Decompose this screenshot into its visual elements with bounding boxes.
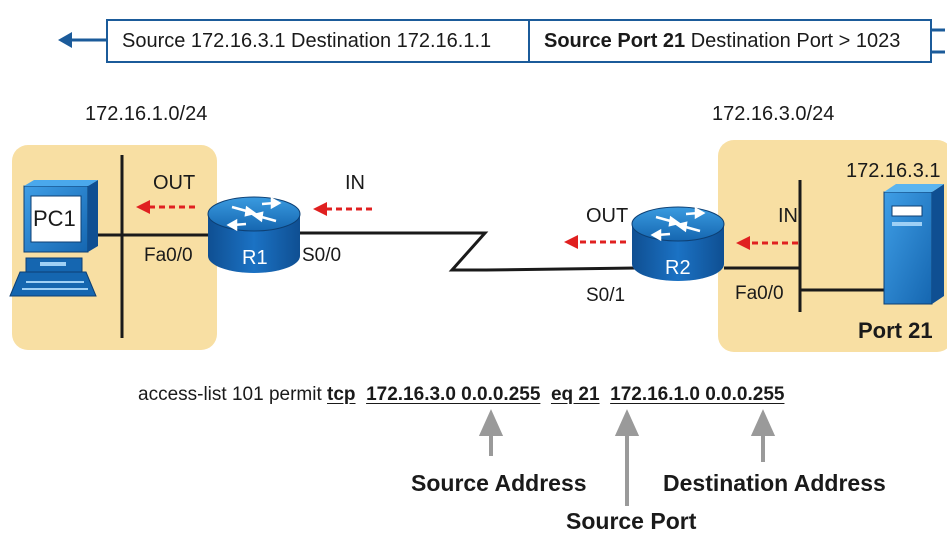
server-port-label: Port 21: [858, 318, 933, 343]
packet-direction-arrow: [58, 32, 106, 48]
header-destination-port: Destination Port > 1023: [690, 30, 901, 52]
server-icon: [883, 184, 944, 305]
left-subnet-label: 172.16.1.0/24: [85, 103, 208, 125]
acl-protocol: tcp: [327, 384, 356, 405]
header-continuation-icon: [929, 28, 945, 54]
source-address-caption: Source Address: [411, 470, 587, 496]
server-ip-label: 172.16.3.1: [846, 160, 941, 182]
router-r1-icon: [207, 196, 301, 273]
r2-label: R2: [665, 257, 691, 279]
r1-out-label: OUT: [153, 172, 196, 194]
r2-s0-1-label: S0/1: [586, 285, 626, 306]
acl-port: eq 21: [550, 384, 600, 405]
direction-arrowheads: [136, 200, 750, 250]
r1-s0-label: S0/0: [302, 245, 342, 266]
pc1-label: PC1: [33, 206, 76, 231]
packet-header-ports: Source Port 21 Destination Port > 1023: [528, 19, 932, 63]
direction-arrows: [148, 205, 798, 245]
pointer-arrows: [478, 409, 776, 506]
right-subnet-label: 172.16.3.0/24: [712, 103, 835, 125]
acl-destination: 172.16.1.0 0.0.0.255: [610, 384, 785, 405]
router-r2-icon: [631, 206, 725, 281]
r2-out-label: OUT: [586, 205, 629, 227]
source-port-caption: Source Port: [566, 508, 697, 534]
pc1-icon: [9, 180, 98, 297]
r2-in-label: IN: [778, 205, 798, 227]
acl-prefix: access-list 101 permit: [138, 384, 322, 405]
acl-source: 172.16.3.0 0.0.0.255: [366, 384, 541, 405]
r1-fa0-label: Fa0/0: [144, 245, 193, 266]
r1-in-label: IN: [345, 172, 365, 194]
r2-fa0-label: Fa0/0: [735, 283, 784, 304]
header-source-port: Source Port 21: [544, 30, 686, 52]
acl-statement: access-list 101 permit tcp 172.16.3.0 0.…: [138, 384, 784, 406]
destination-address-caption: Destination Address: [663, 470, 886, 496]
r1-label: R1: [242, 247, 268, 269]
packet-header-addresses: Source 172.16.3.1 Destination 172.16.1.1: [106, 19, 530, 63]
header-addresses-text: Source 172.16.3.1 Destination 172.16.1.1: [122, 30, 492, 52]
serial-wan-link: [298, 231, 637, 272]
